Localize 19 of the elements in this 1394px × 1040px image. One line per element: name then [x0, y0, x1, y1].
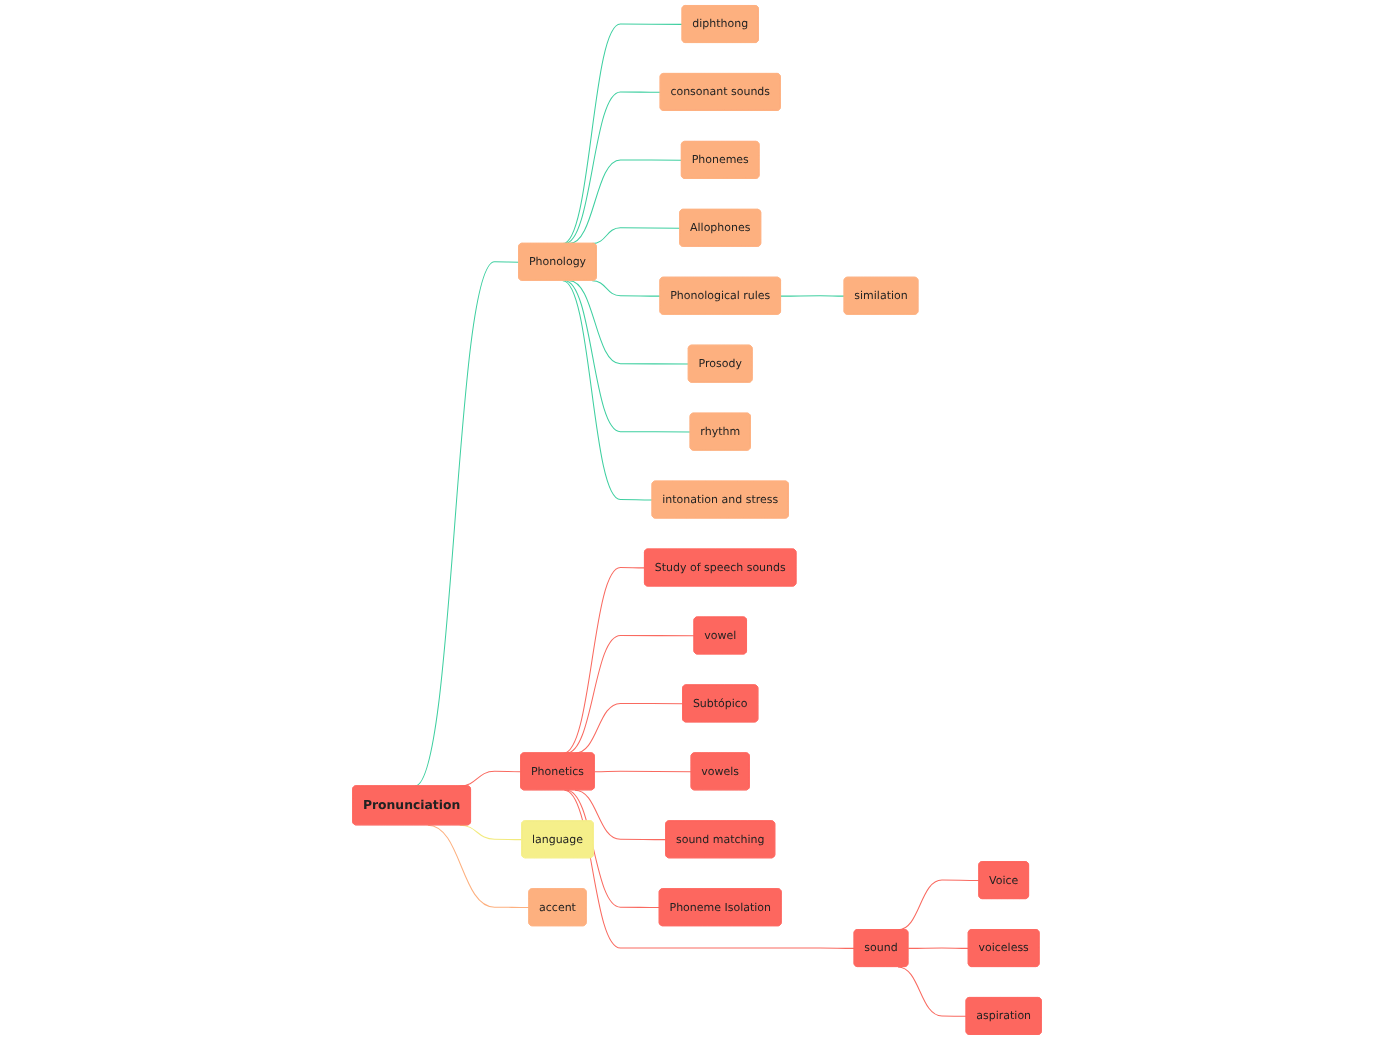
- connector: [591, 280, 661, 297]
- connector: [897, 966, 967, 1017]
- connector: [565, 634, 695, 754]
- connector: [568, 159, 683, 245]
- connector: [907, 947, 970, 949]
- connector: [562, 23, 683, 245]
- connector: [427, 824, 530, 909]
- connector: [780, 295, 845, 297]
- connector: [591, 227, 681, 245]
- connector: [564, 280, 691, 433]
- connector: [562, 280, 653, 501]
- connector: [574, 789, 667, 841]
- connector: [897, 879, 980, 931]
- connector: [594, 770, 692, 773]
- connector: [414, 261, 520, 787]
- connector: [564, 91, 661, 245]
- connector: [568, 280, 690, 365]
- connector: [459, 824, 523, 841]
- connector: [563, 567, 646, 754]
